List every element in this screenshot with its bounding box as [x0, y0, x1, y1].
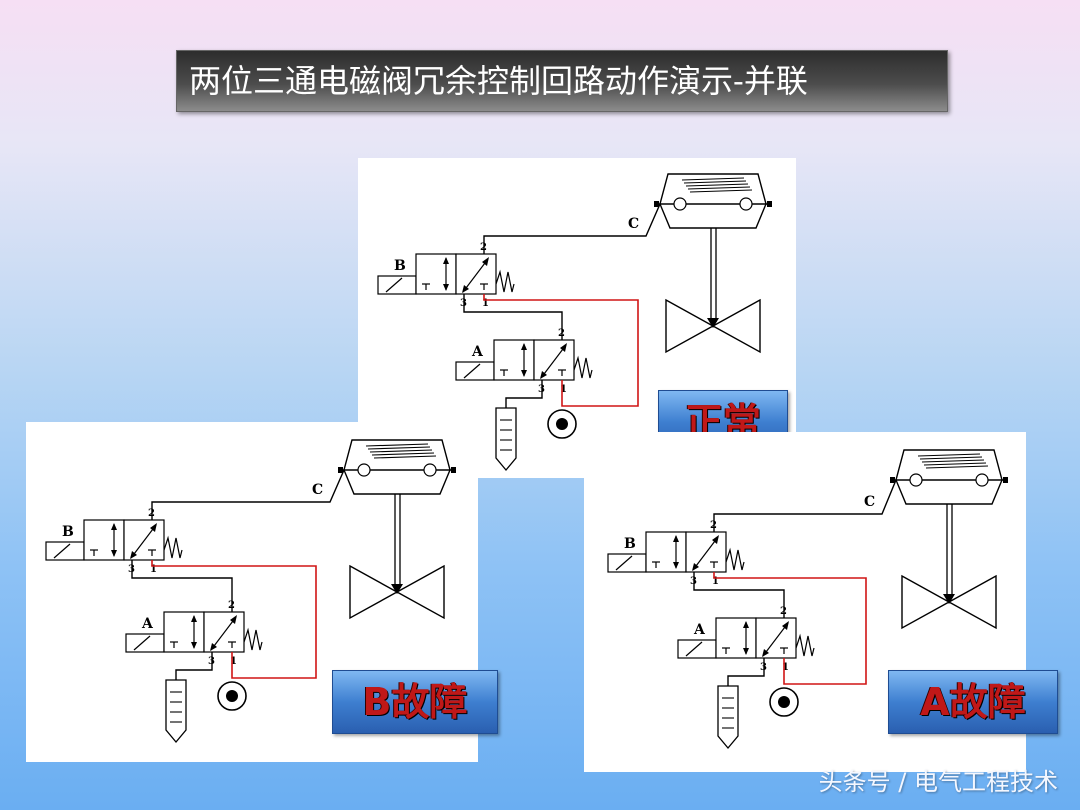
normal-valve-b-label: B — [394, 258, 406, 274]
b-fault-muffler — [165, 679, 187, 744]
b-fault-valve-right — [395, 564, 445, 620]
normal-valve-b-left-square — [415, 253, 457, 295]
b-fault-valve-b-port-1: 1 — [150, 564, 157, 575]
page-title: 两位三通电磁阀冗余控制回路动作演示-并联 — [176, 50, 948, 112]
a-fault-valve-b-solenoid — [607, 553, 647, 573]
b-fault-valve-b-spring — [163, 535, 183, 559]
a-fault-valve-a-port-1: 1 — [782, 662, 789, 673]
normal-valve-a-solenoid — [455, 361, 495, 381]
normal-supply-line — [483, 294, 639, 407]
a-fault-valve-b-left-square — [645, 531, 687, 573]
normal-exhaust-line — [505, 380, 543, 408]
watermark: 头条号 / 电气工程技术 — [818, 768, 1058, 796]
b-fault-label-c: C — [312, 482, 323, 498]
a-fault-valve-a-spring — [795, 633, 815, 657]
a-fault-valve-a-left-square — [715, 617, 757, 659]
a-fault-muffler — [717, 685, 739, 750]
normal-line-b3 — [463, 294, 563, 340]
normal-valve-a-port-1: 1 — [560, 384, 567, 395]
normal-valve-b-solenoid — [377, 275, 417, 295]
b-fault-valve-b-label: B — [62, 524, 74, 540]
label-a-fault: A故障 — [888, 670, 1058, 734]
a-fault-valve-b-label: B — [624, 536, 636, 552]
a-fault-valve-right — [947, 574, 997, 630]
b-fault-valve-a-label: A — [141, 616, 154, 632]
b-fault-valve-b-solenoid — [45, 541, 85, 561]
a-fault-valve-b-port-1: 1 — [712, 576, 719, 587]
normal-valve-b-spring — [495, 269, 515, 293]
normal-stem-arrow — [707, 318, 719, 328]
label-b-fault: B故障 — [332, 670, 498, 734]
normal-valve-a-left-square — [493, 339, 535, 381]
b-fault-valve-a-left-square — [163, 611, 205, 653]
a-fault-exhaust-line — [727, 658, 765, 686]
a-fault-line-b3 — [693, 572, 785, 618]
a-fault-valve-b-spring — [725, 547, 745, 571]
a-fault-stem-arrow — [943, 594, 955, 604]
normal-valve-right — [711, 298, 761, 354]
b-fault-valve-b-left-square — [83, 519, 125, 561]
normal-line-c — [483, 203, 661, 254]
normal-valve-b-port-1: 1 — [482, 298, 489, 309]
b-fault-line-c — [151, 469, 345, 520]
normal-label-c: C — [628, 216, 639, 232]
a-fault-supply-line — [713, 572, 867, 685]
a-fault-label-c: C — [864, 494, 875, 510]
a-fault-valve-left — [901, 574, 951, 630]
a-fault-valve-a-solenoid — [677, 639, 717, 659]
b-fault-valve-a-port-1: 1 — [230, 656, 237, 667]
b-fault-stem-arrow — [391, 584, 403, 594]
normal-valve-a-spring — [573, 355, 593, 379]
b-fault-valve-a-spring — [243, 627, 263, 651]
normal-valve-a-label: A — [471, 344, 484, 360]
b-fault-valve-left — [349, 564, 399, 620]
normal-muffler — [495, 407, 517, 472]
a-fault-valve-a-label: A — [693, 622, 706, 638]
b-fault-exhaust-line — [175, 652, 213, 680]
b-fault-supply-line — [151, 560, 317, 679]
b-fault-line-b3 — [131, 560, 233, 612]
normal-valve-left — [665, 298, 715, 354]
a-fault-line-c — [713, 479, 897, 532]
b-fault-valve-a-solenoid — [125, 633, 165, 653]
